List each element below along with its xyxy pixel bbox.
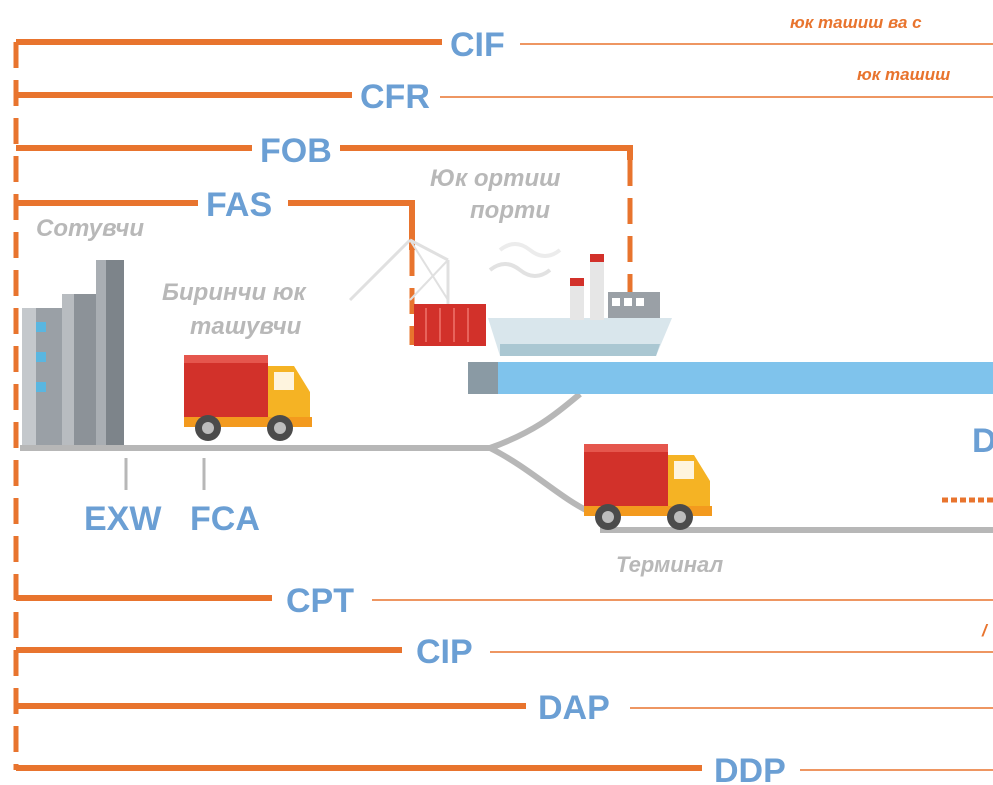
cip-label: CIP (416, 633, 473, 671)
road-network (20, 391, 993, 533)
fas-label: FAS (206, 186, 272, 224)
first-truck-icon (184, 355, 312, 441)
terminal-label: Терминал (616, 552, 723, 577)
fas-row: FAS (16, 186, 415, 345)
factory-icon (22, 260, 124, 448)
ddp-row: DDP (16, 752, 993, 785)
crane-icon (348, 238, 450, 310)
cfr-note: юк ташиш (857, 65, 950, 84)
cif-label: CIF (450, 26, 505, 64)
dap-row: DAP (16, 689, 993, 727)
water-quay (468, 362, 993, 394)
seller-label: Сотувчи (36, 215, 144, 242)
container-icon (414, 304, 486, 346)
cip-row: CIP / (16, 621, 993, 671)
cfr-label: CFR (360, 78, 430, 116)
cpt-label: CPT (286, 582, 354, 620)
first-carrier-label-line2: ташувчи (190, 313, 302, 340)
cip-note-partial: / (981, 621, 989, 640)
dap-label: DAP (538, 689, 610, 727)
ship-icon (488, 242, 672, 356)
fob-label: FOB (260, 132, 332, 170)
d-partial-label: D (972, 422, 993, 460)
ddp-label: DDP (714, 752, 786, 785)
cfr-row: CFR юк ташиш (16, 65, 993, 116)
loading-port-label-line1: Юк ортиш (430, 165, 561, 192)
cif-row: CIF юк ташиш ва с (16, 13, 993, 64)
exw-label: EXW (84, 500, 162, 538)
loading-port-label-line2: порти (470, 197, 550, 224)
cif-note: юк ташиш ва с (790, 13, 922, 32)
first-carrier-label-line1: Биринчи юк (162, 279, 308, 306)
cpt-row: CPT (16, 582, 993, 620)
fob-row: FOB (16, 132, 633, 292)
fca-label: FCA (190, 500, 260, 538)
terminal-truck-icon (584, 444, 712, 530)
